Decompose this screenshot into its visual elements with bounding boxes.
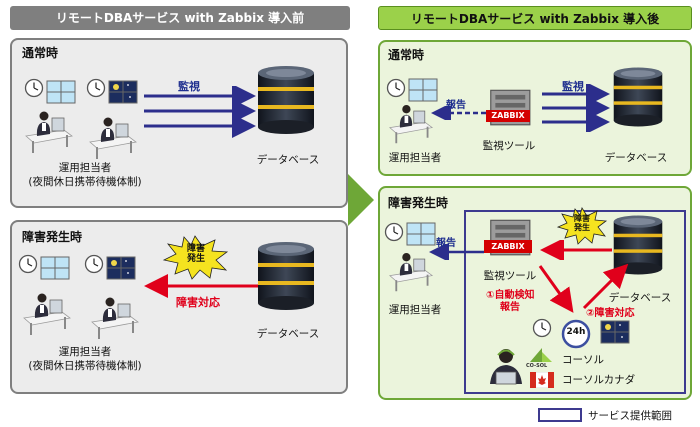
operator-icon: [86, 292, 144, 342]
cosol-small-text: CO-SOL: [526, 363, 548, 369]
legend-label: サービス提供範囲: [588, 410, 672, 422]
window-day-icon: [40, 256, 70, 280]
auto-report-label: 報告: [500, 302, 520, 313]
before-incident-heading: 障害発生時: [22, 230, 83, 244]
after-tool-label: 監視ツール: [482, 140, 536, 152]
window-day-icon: [408, 78, 438, 102]
before-incident-operator-label: 運用担当者: [58, 346, 112, 358]
database-icon: [256, 64, 316, 136]
after-incident-tool-label: 監視ツール: [483, 270, 537, 282]
clock-icon: [84, 254, 104, 274]
clock-icon: [18, 254, 38, 274]
response-arrow: [144, 274, 264, 298]
after-monitor-label: 監視: [562, 80, 584, 93]
response-label: ②障害対応: [586, 308, 635, 319]
h24-label: 24h: [566, 327, 586, 337]
after-title: リモートDBAサービス with Zabbix 導入後: [378, 6, 692, 30]
after-db-label: データベース: [604, 152, 668, 164]
window-night-icon: [108, 80, 138, 104]
clock-icon: [86, 78, 106, 98]
canada-flag-icon: [530, 372, 554, 388]
before-operator-sub: (夜間休日携帯待機体制): [28, 176, 142, 188]
cosol-logo-icon: [530, 348, 552, 362]
window-day-icon: [46, 80, 76, 104]
after-incident-report-label: 報告: [436, 238, 456, 249]
after-operator-label: 運用担当者: [388, 152, 442, 164]
support-agent-icon: [490, 349, 522, 385]
before-incident-db-label: データベース: [256, 328, 320, 340]
operator-icon: [84, 112, 142, 162]
detect-response-arrows: [538, 263, 629, 313]
after-incident-heading: 障害発生時: [388, 196, 449, 210]
window-night-icon: [600, 320, 630, 344]
24h-cycle-icon: [561, 319, 591, 349]
auto-detect-label: ①自動検知: [486, 290, 535, 301]
before-db-label: データベース: [256, 154, 320, 166]
operator-icon: [18, 288, 76, 338]
database-icon: [612, 66, 664, 128]
clock-icon: [384, 222, 404, 242]
incident-burst: [556, 207, 608, 245]
after-burst-text: 障害 発生: [574, 214, 590, 232]
clock-icon: [532, 318, 552, 338]
incident-report-arrow: [429, 244, 484, 260]
before-normal-heading: 通常時: [22, 46, 59, 60]
zabbix-logo: ZABBIX: [484, 240, 532, 253]
transition-arrow: [348, 174, 374, 226]
monitor-arrows: [144, 86, 256, 138]
before-response-label: 障害対応: [176, 296, 220, 309]
before-operator-label: 運用担当者: [58, 162, 112, 174]
company-ca-label: コーソルカナダ: [562, 374, 636, 386]
report-arrow: [431, 106, 486, 120]
zabbix-logo: ZABBIX: [486, 110, 530, 122]
incident-burst: [162, 235, 229, 280]
before-incident-operator-sub: (夜間休日携帯待機体制): [28, 360, 142, 372]
before-monitor-label: 監視: [178, 80, 200, 93]
window-night-icon: [106, 256, 136, 280]
legend-swatch: [538, 408, 582, 422]
clock-icon: [386, 78, 406, 98]
window-day-icon: [406, 222, 436, 246]
after-monitor-arrows: [542, 84, 610, 132]
after-incident-operator-label: 運用担当者: [388, 304, 442, 316]
alert-arrow: [540, 240, 612, 260]
clock-icon: [24, 78, 44, 98]
after-normal-heading: 通常時: [388, 48, 425, 62]
after-report-label: 報告: [446, 100, 466, 111]
operator-icon: [20, 106, 78, 156]
company-jp-label: コーソル: [562, 354, 604, 366]
database-icon: [256, 240, 316, 312]
before-burst-text: 障害 発生: [186, 244, 205, 264]
after-incident-db-label: データベース: [608, 292, 672, 304]
before-title: リモートDBAサービス with Zabbix 導入前: [10, 6, 350, 30]
